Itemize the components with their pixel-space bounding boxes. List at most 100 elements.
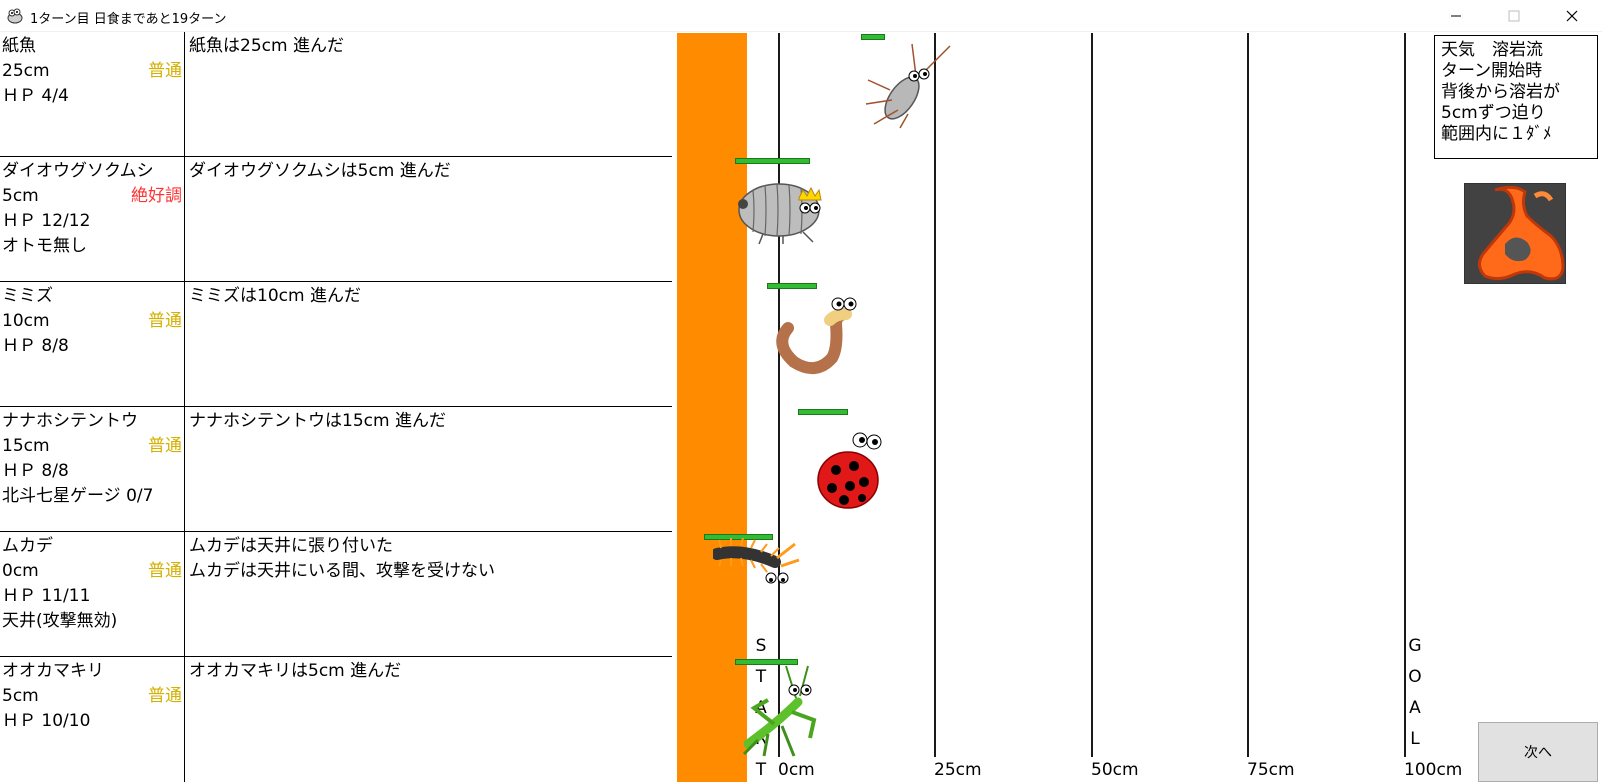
hp-bar (861, 34, 885, 40)
column-divider (184, 157, 185, 282)
creature-distance: 15cm (2, 436, 50, 456)
creature-row-earthworm: ミミズ 10cm 普通 ＨＰ 8/8 ミミズは10cm 進んだ (0, 282, 672, 407)
weather-desc-line: 背後から溶岩が (1441, 82, 1560, 102)
action-log: ダイオウグソクムシは5cm 進んだ (189, 159, 451, 184)
creature-name: ミミズ (2, 286, 53, 306)
close-button[interactable] (1543, 0, 1601, 32)
creature-distance: 5cm (2, 186, 39, 206)
app-icon (7, 8, 23, 24)
start-letter: A (755, 698, 767, 718)
creature-info: オオカマキリ 5cm 普通 ＨＰ 10/10 (2, 659, 182, 734)
centipede-sprite (713, 538, 800, 584)
action-log: ムカデは天井に張り付いた ムカデは天井にいる間、攻撃を受けない (189, 534, 495, 584)
goal-letter: A (1409, 698, 1421, 718)
track-line-0 (778, 33, 780, 757)
creature-hp: ＨＰ 11/11 (2, 586, 91, 606)
close-icon (1566, 10, 1578, 22)
weather-title: 天気 溶岩流 (1441, 40, 1543, 60)
creature-hp: ＨＰ 8/8 (2, 461, 69, 481)
tick-label: 75cm (1247, 760, 1295, 780)
lava-weather-icon (1464, 183, 1566, 284)
action-log: ミミズは10cm 進んだ (189, 284, 361, 309)
action-log: ナナホシテントウは15cm 進んだ (189, 409, 446, 434)
ladybug-sprite (817, 432, 882, 509)
log-line: ムカデは天井にいる間、攻撃を受けない (189, 561, 495, 581)
creature-hp: ＨＰ 8/8 (2, 336, 69, 356)
creature-name: オオカマキリ (2, 661, 104, 681)
log-line: ダイオウグソクムシは5cm 進んだ (189, 161, 451, 181)
distance-line: 5cm 絶好調 (2, 184, 182, 209)
distance-line: 5cm 普通 (2, 684, 182, 709)
track-line-75 (1247, 33, 1249, 757)
distance-line: 15cm 普通 (2, 434, 182, 459)
tick-label: 25cm (934, 760, 982, 780)
creature-name: ナナホシテントウ (2, 411, 138, 431)
condition-badge: 普通 (148, 686, 182, 706)
goal-letter: O (1408, 667, 1422, 687)
creature-distance: 5cm (2, 686, 39, 706)
mantis-sprite (742, 665, 817, 757)
log-line: オオカマキリは5cm 進んだ (189, 661, 402, 681)
creature-info: ダイオウグソクムシ 5cm 絶好調 ＨＰ 12/12 オトモ無し (2, 159, 182, 259)
condition-badge: 絶好調 (131, 186, 182, 206)
tick-label: 100cm (1404, 760, 1463, 780)
creature-row-mantis: オオカマキリ 5cm 普通 ＨＰ 10/10 オオカマキリは5cm 進んだ (0, 657, 672, 782)
creature-hp: ＨＰ 12/12 (2, 211, 91, 231)
tick-label: 0cm (778, 760, 815, 780)
minimize-button[interactable] (1427, 0, 1485, 32)
log-line: ナナホシテントウは15cm 進んだ (189, 411, 446, 431)
start-letter: S (755, 636, 767, 656)
creature-info: ナナホシテントウ 15cm 普通 ＨＰ 8/8 北斗七星ゲージ 0/7 (2, 409, 182, 509)
giant-isopod-sprite (738, 183, 822, 245)
creature-row-ladybug: ナナホシテントウ 15cm 普通 ＨＰ 8/8 北斗七星ゲージ 0/7 ナナホシテ… (0, 407, 672, 532)
condition-badge: 普通 (148, 61, 182, 81)
creature-distance: 10cm (2, 311, 50, 331)
maximize-button[interactable] (1485, 0, 1543, 32)
creature-name: ムカデ (2, 536, 53, 556)
column-divider (184, 532, 185, 657)
action-log: 紙魚は25cm 進んだ (189, 34, 344, 59)
maximize-icon (1508, 10, 1520, 22)
lava-flow (677, 33, 747, 782)
weather-panel: 天気 溶岩流 ターン開始時 背後から溶岩が 5cmずつ迫り 範囲内に１ﾀﾞﾒ (1434, 35, 1598, 159)
minimize-icon (1451, 15, 1461, 17)
creature-extra: 天井(攻撃無効) (2, 611, 118, 631)
condition-badge: 普通 (148, 311, 182, 331)
hp-bar (735, 158, 810, 164)
log-line: ムカデは天井に張り付いた (189, 536, 393, 556)
next-button[interactable]: 次へ (1478, 722, 1598, 782)
distance-line: 10cm 普通 (2, 309, 182, 334)
creature-hp: ＨＰ 4/4 (2, 86, 69, 106)
log-line: ミミズは10cm 進んだ (189, 286, 361, 306)
action-log: オオカマキリは5cm 進んだ (189, 659, 401, 684)
creature-extra: 北斗七星ゲージ 0/7 (2, 486, 154, 506)
creature-hp: ＨＰ 10/10 (2, 711, 91, 731)
earthworm-sprite (776, 297, 857, 374)
tick-label: 50cm (1091, 760, 1139, 780)
column-divider (184, 282, 185, 407)
track-line-25 (934, 33, 936, 757)
goal-letter: L (1410, 729, 1420, 749)
log-line: 紙魚は25cm 進んだ (189, 36, 344, 56)
column-divider (184, 407, 185, 532)
weather-desc-line: 範囲内に１ﾀﾞﾒ (1441, 124, 1552, 144)
weather-desc-line: 5cmずつ迫り (1441, 103, 1546, 123)
column-divider (184, 657, 185, 782)
condition-badge: 普通 (148, 436, 182, 456)
condition-badge: 普通 (148, 561, 182, 581)
creature-name: ダイオウグソクムシ (2, 161, 154, 181)
creature-name: 紙魚 (2, 36, 36, 56)
creature-extra: オトモ無し (2, 236, 87, 256)
title-bar: 1ターン目 日食まであと19ターン (0, 0, 1602, 32)
track-line-100 (1404, 33, 1406, 757)
silverfish-sprite (865, 43, 951, 129)
hp-bar (704, 534, 773, 540)
hp-bar (735, 659, 798, 665)
creature-row-giant-isopod: ダイオウグソクムシ 5cm 絶好調 ＨＰ 12/12 オトモ無し ダイオウグソクム… (0, 157, 672, 282)
start-letter: T (755, 667, 767, 687)
